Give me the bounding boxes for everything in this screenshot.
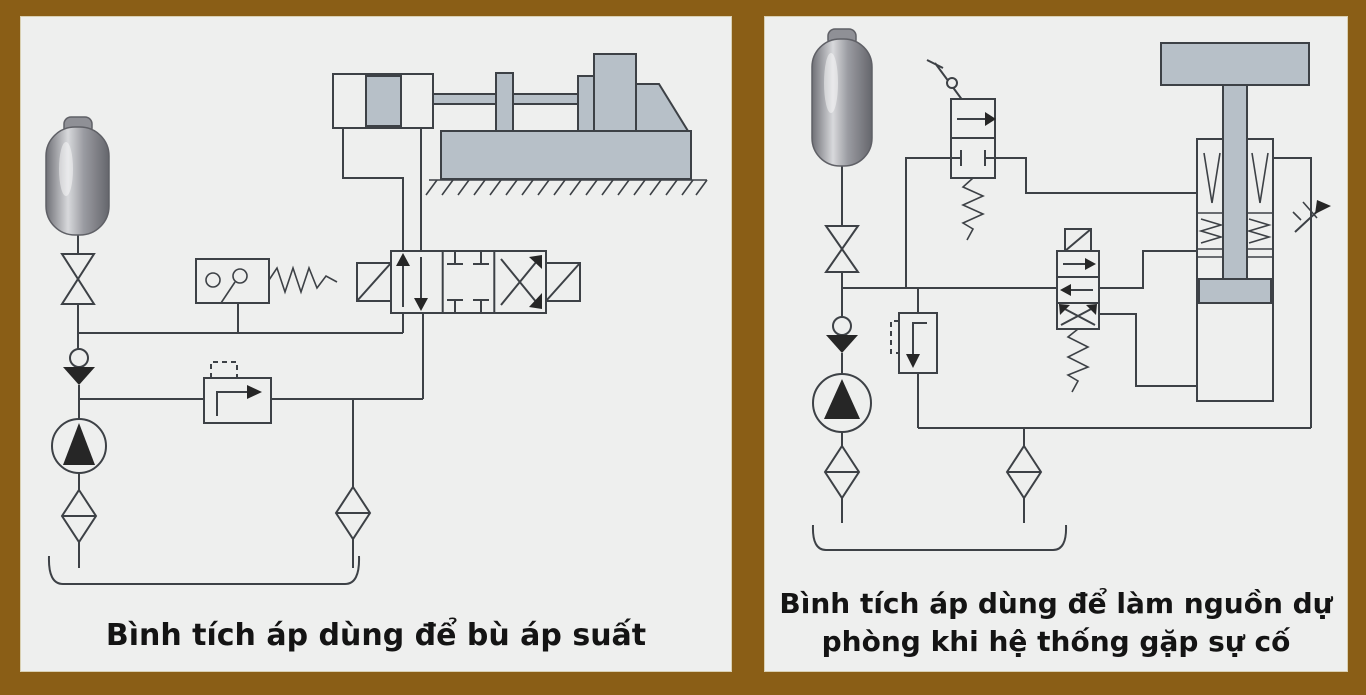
- suction-filter-icon: [823, 444, 861, 500]
- solenoid-valve-icon: [1056, 228, 1100, 393]
- right-diagram-panel: Bình tích áp dùng để làm nguồn dự phòng …: [764, 16, 1348, 672]
- throttle-icon: [1292, 200, 1331, 233]
- left-caption: Bình tích áp dùng để bù áp suất: [105, 618, 647, 653]
- directional-valve-icon: [356, 250, 581, 314]
- pressure-compensation-circuit-diagram: [45, 53, 708, 585]
- relief-valve-icon: [890, 312, 938, 374]
- right-caption-line2: phòng khi hệ thống gặp sự cố: [821, 624, 1291, 658]
- pump-icon: [812, 373, 872, 433]
- return-filter-icon: [334, 485, 372, 541]
- accumulator-icon: [811, 28, 873, 167]
- pump-icon: [51, 418, 107, 474]
- emergency-backup-circuit-diagram: [811, 28, 1331, 551]
- piping-lines: [841, 157, 1312, 523]
- machine-slide-icon: [440, 53, 692, 180]
- tank-icon: [811, 524, 1068, 551]
- suction-filter-icon: [60, 488, 98, 544]
- cylinder-icon: [332, 72, 579, 132]
- shutoff-valve-icon: [60, 253, 96, 305]
- lever-valve-icon: [926, 59, 996, 241]
- return-filter-icon: [1005, 444, 1043, 500]
- ground-hatch: [425, 179, 708, 196]
- left-diagram-panel: Bình tích áp dùng để bù áp suất: [20, 16, 732, 672]
- shutoff-valve-icon: [824, 225, 860, 273]
- check-valve-icon: [826, 316, 858, 353]
- accumulator-icon: [45, 116, 110, 236]
- relief-valve-icon: [203, 361, 272, 424]
- press-cylinder-icon: [1160, 42, 1310, 402]
- right-caption: Bình tích áp dùng để làm nguồn dự phòng …: [765, 585, 1347, 661]
- tank-icon: [47, 555, 361, 585]
- right-caption-line1: Bình tích áp dùng để làm nguồn dự: [779, 586, 1333, 620]
- pressure-switch-icon: [195, 258, 338, 304]
- check-valve-icon: [63, 348, 95, 385]
- piping-lines: [77, 128, 424, 568]
